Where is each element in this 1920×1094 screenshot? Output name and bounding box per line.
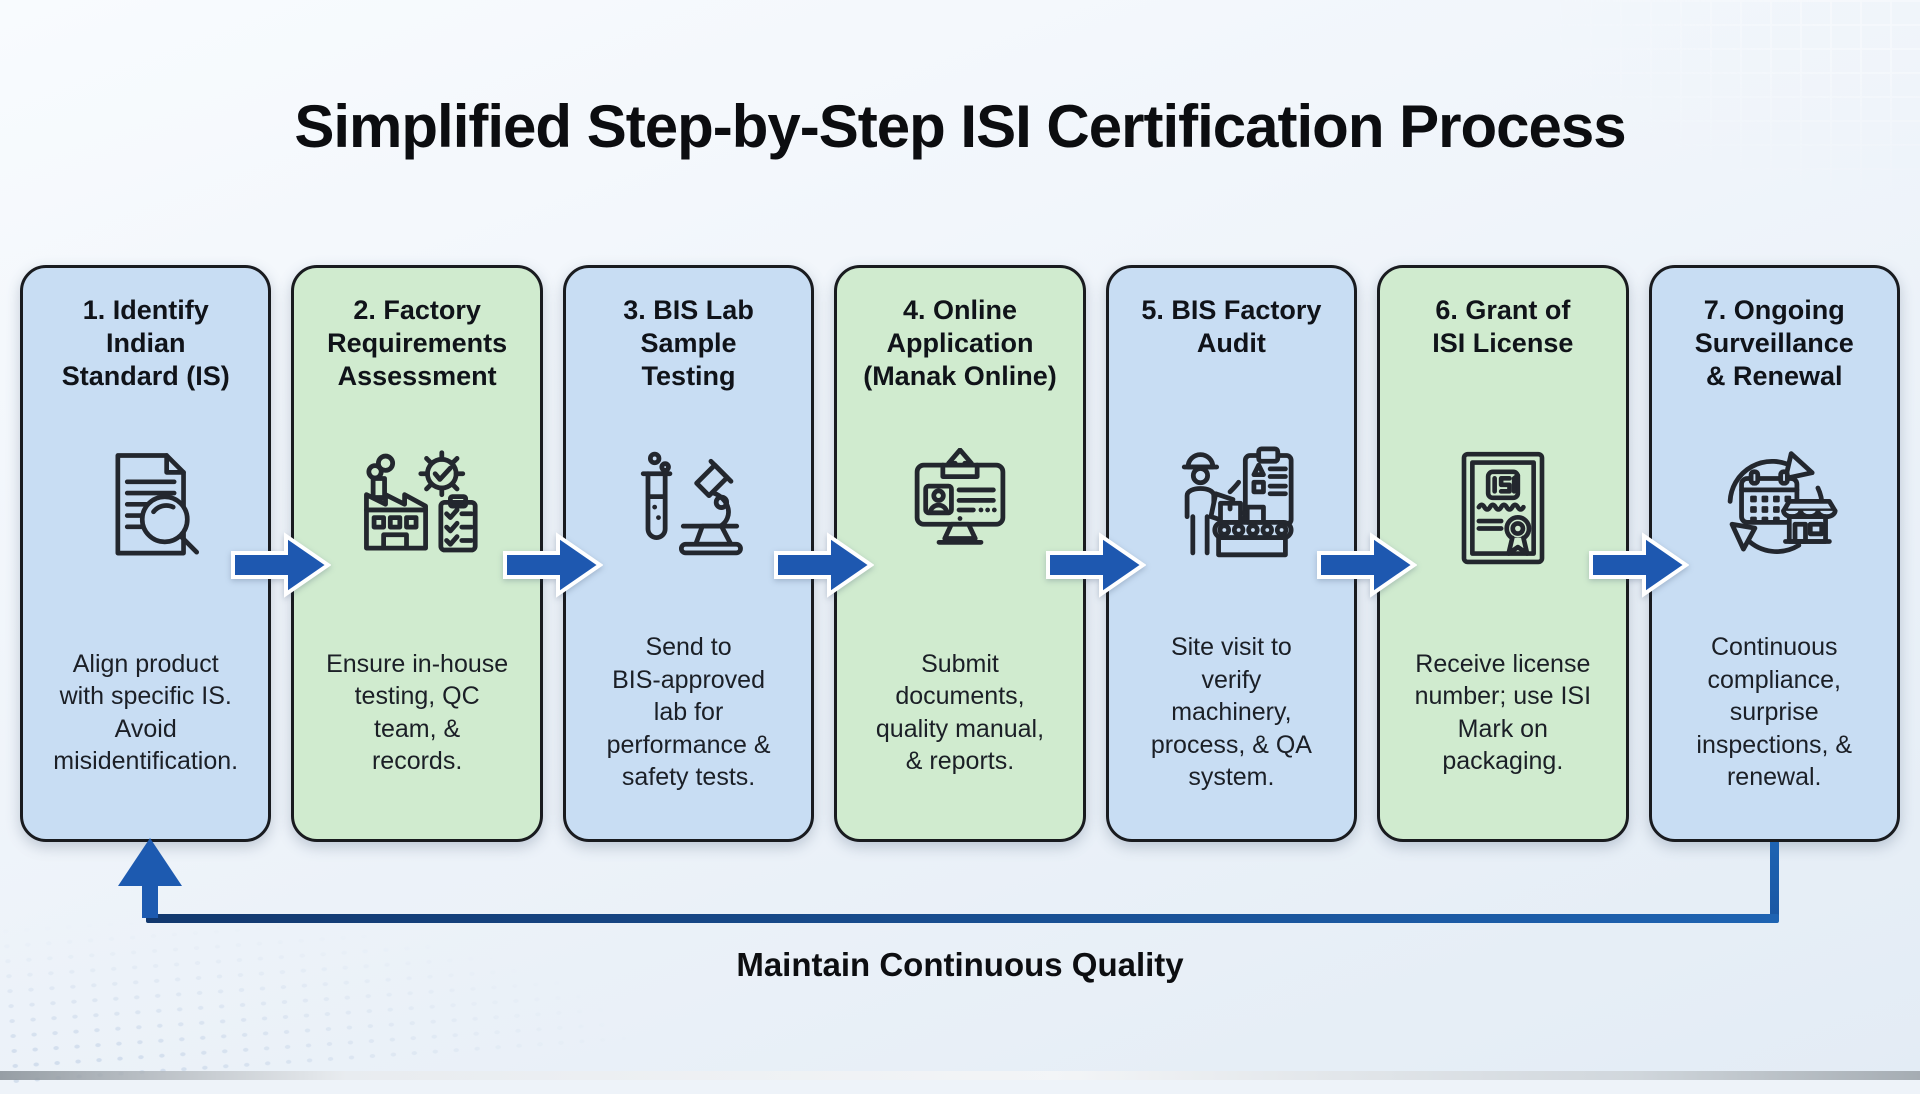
step-4-card: 4. Online Application (Manak Online)	[834, 265, 1086, 842]
flow-arrow-icon	[231, 532, 331, 598]
feedback-loop-arrowhead-icon	[118, 838, 182, 886]
step-7-heading: 7. Ongoing Surveillance & Renewal	[1694, 295, 1854, 391]
step-2-description: Ensure in-house testing, QC team, & reco…	[326, 649, 509, 776]
test-tube-microscope-icon	[622, 398, 756, 620]
step-1-description: Align product with specific IS. Avoid mi…	[53, 649, 239, 776]
flow-arrow-icon	[774, 532, 874, 598]
feedback-loop-label: Maintain Continuous Quality	[736, 946, 1184, 983]
step-1-heading: 1. Identify Indian Standard (IS)	[61, 295, 230, 391]
page-title: Simplified Step-by-Step ISI Certificatio…	[294, 93, 1626, 160]
step-7-card: 7. Ongoing Surveillance & Renewal	[1648, 265, 1900, 842]
step-card-1: 1. Identify Indian Standard (IS) Align p…	[20, 265, 272, 842]
step-card-3: 3. BIS Lab Sample Testing	[562, 265, 815, 842]
step-4-heading: 4. Online Application (Manak Online)	[863, 295, 1057, 391]
step-3-heading: 3. BIS Lab Sample Testing	[623, 295, 754, 391]
step-6-description: Receive license number; use ISI Mark on …	[1414, 649, 1592, 776]
step-5-description: Site visit to verify machinery, process,…	[1150, 633, 1312, 792]
step-5-heading: 5. BIS Factory Audit	[1141, 295, 1322, 358]
feedback-loop-right-segment	[1770, 842, 1779, 920]
flow-arrow-icon	[1589, 532, 1689, 598]
step-card-2: 2. Factory Requirements Assessment	[291, 265, 543, 842]
factory-gear-checklist-icon	[349, 398, 485, 620]
renewal-cycle-icon	[1705, 398, 1843, 620]
step-3-description: Send to BIS-approved lab for performance…	[606, 633, 771, 792]
step-6-card: 6. Grant of ISI License	[1377, 265, 1629, 842]
license-certificate-icon	[1438, 398, 1568, 620]
flow-arrow-icon	[1317, 532, 1417, 598]
corner-dots-texture	[0, 879, 646, 1094]
step-2-heading: 2. Factory Requirements Assessment	[327, 295, 508, 391]
step-4-description: Submit documents, quality manual, & repo…	[875, 649, 1045, 776]
steps-row: 1. Identify Indian Standard (IS) Align p…	[20, 265, 1900, 842]
document-magnifier-icon	[80, 398, 212, 620]
bottom-edge-strip	[0, 1071, 1920, 1080]
corner-grid-texture	[1560, 0, 1920, 190]
flow-arrow-icon	[1046, 532, 1146, 598]
feedback-loop-stem	[142, 880, 158, 918]
flow-arrow-icon	[503, 532, 603, 598]
online-application-monitor-icon	[892, 398, 1028, 620]
step-6-heading: 6. Grant of ISI License	[1432, 295, 1574, 358]
step-7-description: Continuous compliance, surprise inspecti…	[1696, 633, 1853, 792]
factory-audit-inspector-icon	[1161, 398, 1301, 620]
feedback-loop-line	[146, 914, 1779, 923]
